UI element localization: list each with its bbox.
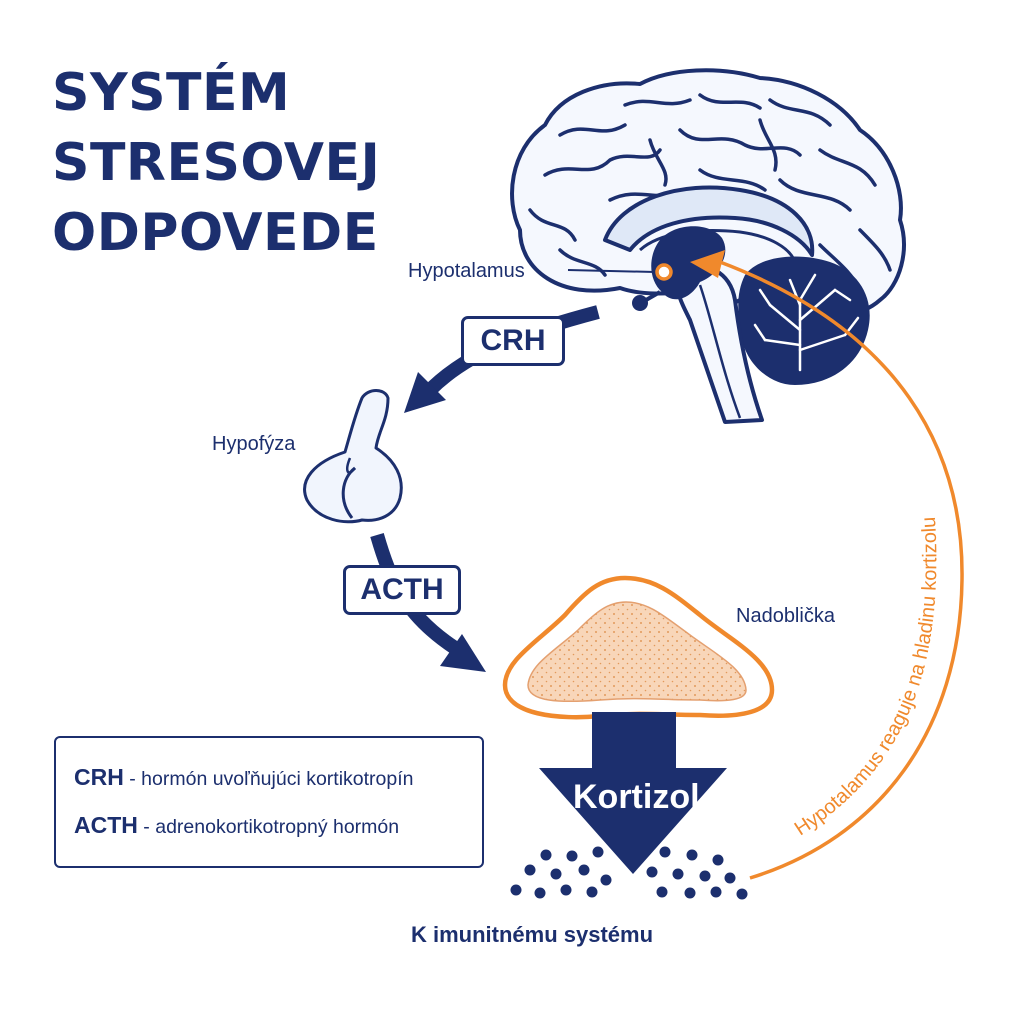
page-title: SYSTÉM STRESOVEJ ODPOVEDE bbox=[52, 58, 380, 268]
title-line-2: STRESOVEJ bbox=[52, 133, 381, 193]
legend-term: ACTH bbox=[74, 812, 138, 838]
legend-description: - hormón uvoľňujúci kortikotropín bbox=[123, 768, 414, 790]
molecule-dots-icon bbox=[510, 846, 748, 900]
legend-box: CRH - hormón uvoľňujúci kortikotropín AC… bbox=[54, 736, 484, 868]
adrenal-gland-icon bbox=[502, 575, 775, 720]
hypofyza-label: Hypofýza bbox=[212, 433, 296, 455]
kortizol-label: Kortizol bbox=[573, 778, 700, 816]
hypotalamus-label: Hypotalamus bbox=[408, 260, 525, 282]
crh-box: CRH bbox=[461, 316, 565, 366]
arrow-down-icon bbox=[539, 712, 727, 874]
pituitary-gland-icon bbox=[303, 389, 403, 524]
legend-description: - adrenokortikotropný hormón bbox=[137, 816, 400, 838]
legend-term: CRH bbox=[74, 764, 124, 790]
nadoblicka-label: Nadoblička bbox=[736, 605, 835, 627]
brain-icon bbox=[510, 68, 906, 424]
acth-box: ACTH bbox=[343, 565, 461, 615]
legend-item-acth: ACTH - adrenokortikotropný hormón bbox=[74, 812, 482, 860]
legend-item-crh: CRH - hormón uvoľňujúci kortikotropín bbox=[74, 764, 482, 812]
feedback-label: Hypotalamus reaguje na hladinu kortizolu bbox=[791, 516, 942, 840]
title-line-3: ODPOVEDE bbox=[52, 203, 379, 263]
title-line-1: SYSTÉM bbox=[52, 63, 291, 123]
feedback-label-text: Hypotalamus reaguje na hladinu kortizolu bbox=[791, 516, 942, 840]
immune-system-label: K imunitnému systému bbox=[410, 922, 654, 947]
